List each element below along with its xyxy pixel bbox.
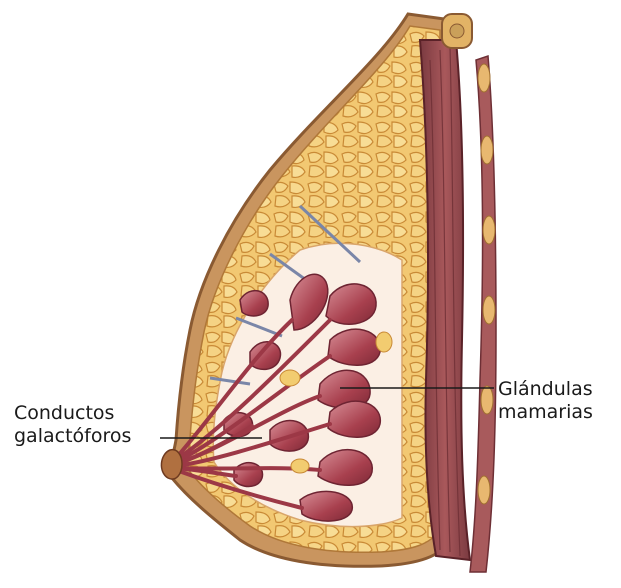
- clavicle: [442, 14, 472, 48]
- label-conductos-line1: Conductos: [14, 402, 131, 425]
- nipple: [161, 450, 182, 479]
- label-glandulas-line2: mamarias: [498, 401, 593, 424]
- label-conductos-galactoforos: Conductos galactóforos: [14, 402, 131, 448]
- label-conductos-line2: galactóforos: [14, 425, 131, 448]
- label-glandulas-line1: Glándulas: [498, 378, 593, 401]
- label-glandulas-mamarias: Glándulas mamarias: [498, 378, 593, 424]
